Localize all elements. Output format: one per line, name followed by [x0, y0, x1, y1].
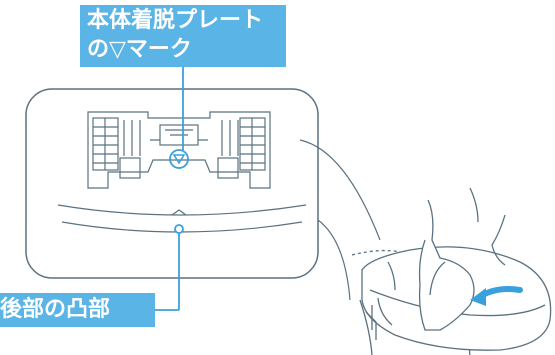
- attachment-plate: [87, 111, 271, 189]
- zoom-cone-upper: [299, 139, 381, 241]
- callout-top-line2: の▽マーク: [87, 37, 192, 62]
- callout-rear-boss: 後部の凸部: [0, 293, 155, 327]
- plate-left-grid: [92, 117, 141, 179]
- plate-center: [150, 124, 208, 146]
- rotation-arrow-icon: [470, 286, 523, 306]
- toilet-seat-with-hand: [351, 187, 552, 355]
- callout-bottom-label: 後部の凸部: [0, 297, 111, 322]
- zoom-cone-lower: [317, 219, 351, 301]
- zoom-frame: [25, 88, 319, 279]
- callout-plate-triangle-mark: 本体着脱プレート の▽マーク: [80, 5, 286, 67]
- plate-triangle-mark: [169, 149, 189, 169]
- callout-top-line1: 本体着脱プレート: [87, 8, 264, 33]
- rear-boss-mark: [174, 224, 184, 234]
- plate-right-grid: [217, 117, 266, 179]
